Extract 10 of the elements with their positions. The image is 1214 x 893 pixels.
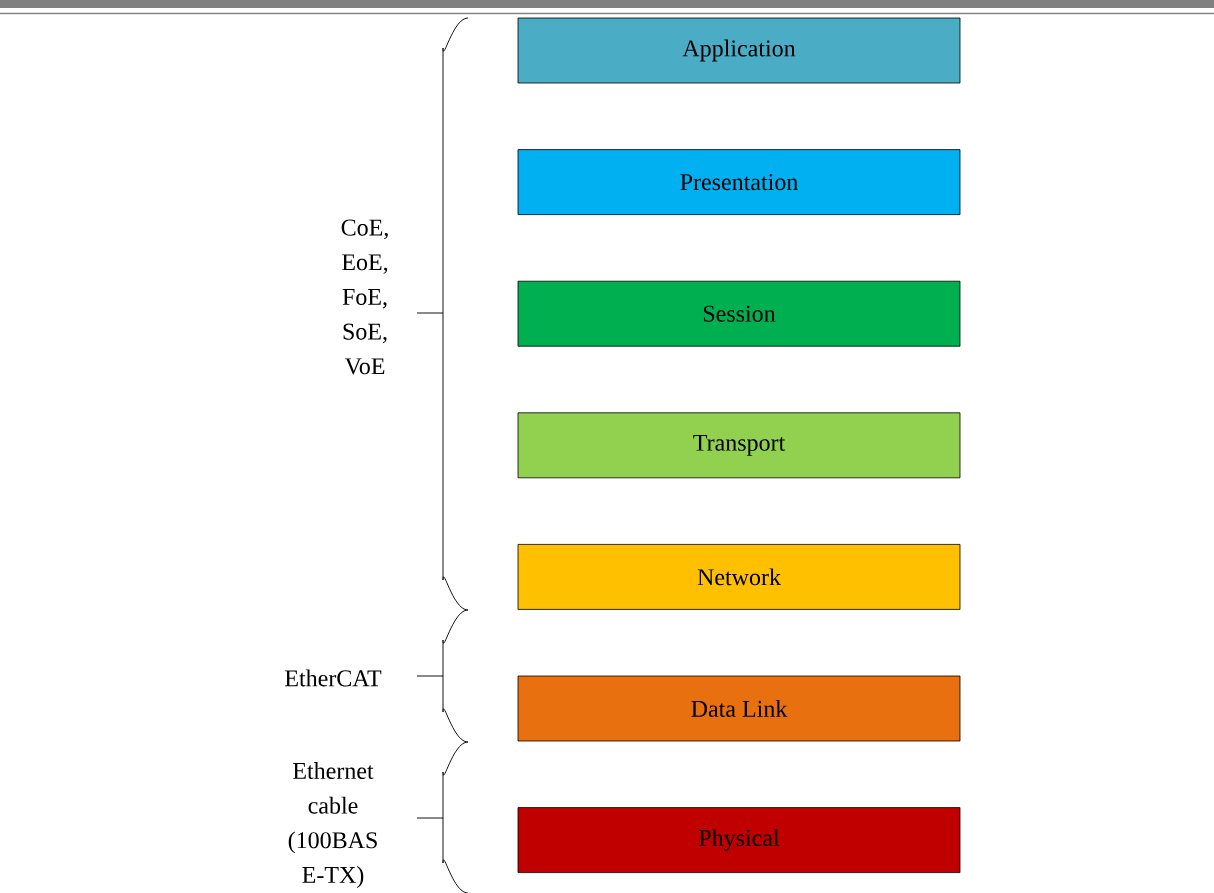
layer-label: CoE, EoE, FoE, SoE, VoE: [341, 219, 388, 375]
layer-box: Network: [517, 544, 961, 610]
layer-label: Ethernet cable (100BAS E-TX): [288, 762, 377, 888]
layer-box: Application: [517, 17, 961, 84]
layer-box: Transport: [517, 412, 961, 479]
layer-box: Physical: [517, 807, 961, 873]
layer-label: EtherCAT: [285, 669, 382, 687]
layer-box: Data Link: [517, 675, 961, 742]
layer-box: Presentation: [517, 149, 961, 215]
layer-box: Session: [517, 280, 961, 347]
